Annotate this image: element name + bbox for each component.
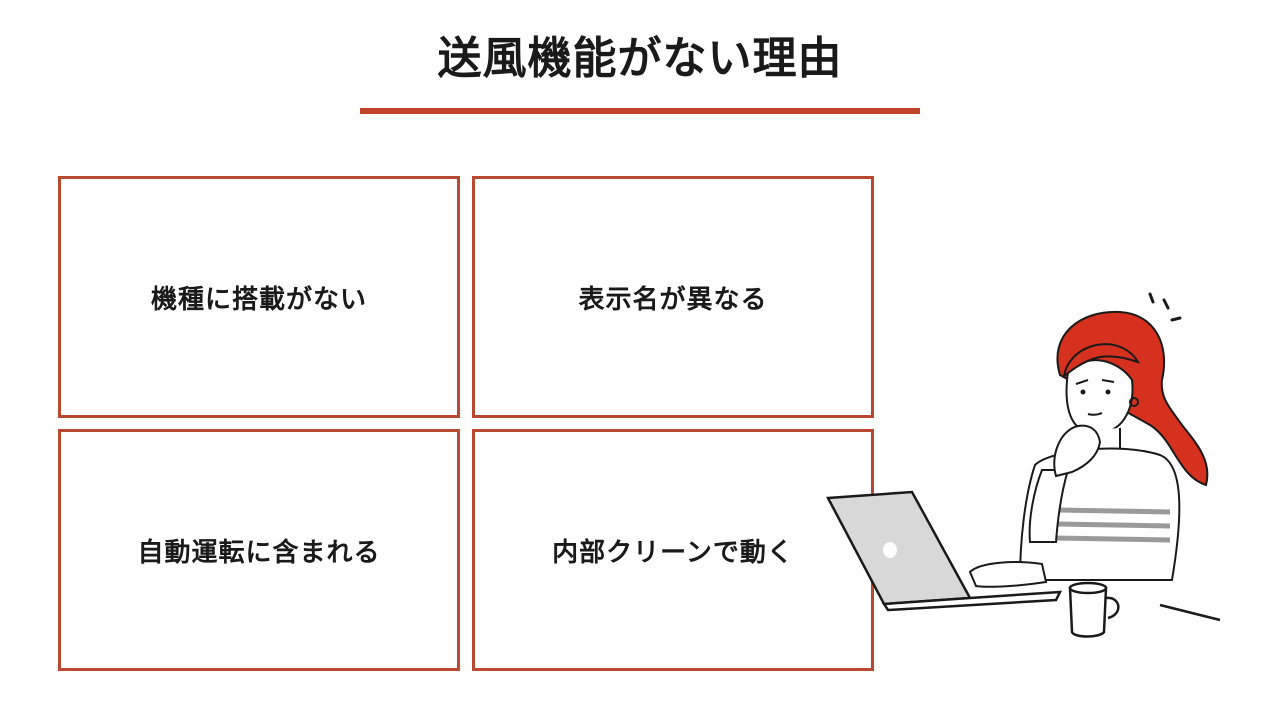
reason-card-auto-mode: 自動運転に含まれる <box>58 429 460 671</box>
reason-label: 内部クリーンで動く <box>552 537 794 568</box>
face <box>1065 359 1134 435</box>
reason-card-different-name: 表示名が異なる <box>472 176 874 418</box>
confusion-marks-icon <box>1148 292 1182 322</box>
title-underline <box>360 108 920 114</box>
reason-label: 機種に搭載がない <box>150 284 367 315</box>
reason-label: 自動運転に含まれる <box>137 537 381 568</box>
reason-card-internal-clean: 内部クリーンで動く <box>472 429 874 671</box>
reason-label: 表示名が異なる <box>578 284 768 315</box>
hand-on-chin <box>1053 424 1102 478</box>
slide-title: 送風機能がない理由 <box>437 33 843 84</box>
woman-thinking-illustration <box>825 292 1221 638</box>
coffee-mug-icon <box>1068 581 1120 638</box>
laptop-icon <box>825 490 1063 612</box>
sweater-stripes <box>1053 507 1171 543</box>
reason-card-no-feature: 機種に搭載がない <box>58 176 460 418</box>
